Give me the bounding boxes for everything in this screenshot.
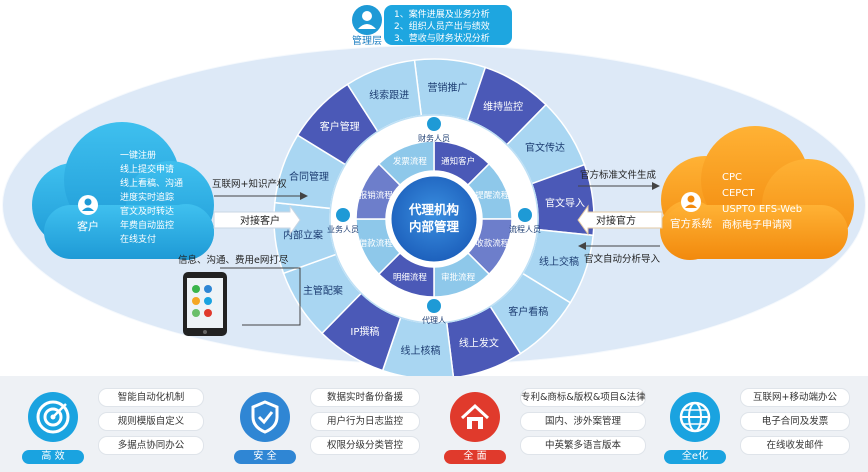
outer-ring-label: 维持监控 (483, 100, 523, 113)
inner-ring-label: 明细流程 (393, 272, 428, 283)
role-person-icon (427, 299, 441, 313)
feature-item: 互联网+移动端办公 (740, 388, 850, 407)
feature-badge: 安 全 (234, 450, 296, 464)
target-icon (28, 392, 78, 442)
outer-ring-label: 营销推广 (427, 81, 467, 94)
customer-connect-arrow (213, 204, 301, 236)
role-label: 流程人员 (509, 224, 541, 234)
customer-item-4: 进度实时追踪 (120, 191, 174, 203)
outer-ring-label: 主管配案 (303, 284, 343, 297)
outer-ring-label: 客户看稿 (508, 305, 548, 318)
role-person-icon (427, 117, 441, 131)
feature-item: 在线收发邮件 (740, 436, 850, 455)
management-item-1: 1、案件进展及业务分析 (394, 8, 490, 20)
inner-ring-label: 报销流程 (359, 190, 394, 201)
management-box (384, 5, 512, 45)
outer-ring-label: 客户管理 (320, 120, 360, 133)
outer-ring-label: 官文导入 (545, 196, 585, 209)
customer-item-6: 年费自动监控 (120, 219, 174, 231)
feature-item: 中英繁多语言版本 (520, 436, 646, 455)
outer-ring-label: IP撰稿 (350, 325, 379, 338)
management-item-3: 3、营收与财务状况分析 (394, 32, 490, 44)
outer-ring-label: 线上交稿 (539, 255, 579, 268)
phone-icon (183, 272, 227, 336)
feature-badge: 高 效 (22, 450, 84, 464)
management-panel: 管理层 1、案件进展及业务分析 2、组织人员产出与绩效 3、营收与财务状况分析 (352, 5, 512, 47)
official-label: 官方系统 (670, 217, 712, 230)
feature-item: 智能自动化机制 (98, 388, 204, 407)
customer-item-1: 一键注册 (120, 149, 156, 161)
customer-item-7: 在线支付 (120, 233, 156, 245)
inner-ring-segment (377, 140, 435, 187)
feature-item: 国内、涉外案管理 (520, 412, 646, 431)
feature-efficiency: 高 效 智能自动化机制 规则模版自定义 多据点协同办公 (18, 386, 218, 466)
center-label-2: 内部管理 (409, 219, 460, 234)
feature-item: 规则模版自定义 (98, 412, 204, 431)
feature-item: 电子合同及发票 (740, 412, 850, 431)
inner-ring-label: 发票流程 (393, 156, 428, 167)
feature-security: 安 全 数据实时备份备援 用户行为日志监控 权限分级分类管控 (230, 386, 430, 466)
inner-ring-label: 通知客户 (441, 156, 475, 167)
customer-item-5: 官文及时转达 (120, 205, 174, 217)
feature-item: 数据实时备份备援 (310, 388, 420, 407)
outer-ring-label: 内部立案 (283, 229, 323, 242)
official-arrow-mid-label: 对接官方 (596, 214, 636, 227)
outer-ring-label: 线上发文 (459, 337, 499, 350)
management-item-2: 2、组织人员产出与绩效 (394, 20, 490, 32)
customer-item-3: 线上看稿、沟通 (120, 177, 183, 189)
inner-ring-label: 收款流程 (475, 238, 510, 249)
customer-cloud: 客户 一键注册 线上提交申请 线上看稿、沟通 进度实时追踪 官文及时转达 年费自… (32, 122, 214, 260)
official-item-1: CPC (722, 172, 742, 183)
globe-icon (670, 392, 720, 442)
official-connectors: 官方标准文件生成 对接官方 官文自动分析导入 (577, 169, 663, 265)
official-item-4: 商标电子申请网 (722, 218, 792, 231)
center-label-1: 代理机构 (408, 202, 459, 217)
feature-badge: 全 面 (444, 450, 506, 464)
outer-ring-label: 合同管理 (289, 170, 329, 183)
official-arrow-bottom-label: 官文自动分析导入 (584, 253, 661, 265)
official-item-3: USPTO EFS-Web (722, 204, 802, 215)
feature-item: 权限分级分类管控 (310, 436, 420, 455)
customer-label: 客户 (77, 219, 99, 233)
official-arrow-top-label: 官方标准文件生成 (580, 169, 657, 181)
inner-ring-label: 审批流程 (441, 272, 476, 283)
feature-badge: 全e化 (664, 450, 726, 464)
outer-ring-label: 官文传达 (525, 141, 565, 154)
role-person-icon (518, 208, 532, 222)
role-label: 代理人 (422, 315, 446, 325)
feature-e-office: 全e化 互联网+移动端办公 电子合同及发票 在线收发邮件 (660, 386, 860, 466)
customer-arrow-mid-label: 对接客户 (240, 214, 280, 227)
feature-item: 用户行为日志监控 (310, 412, 420, 431)
feature-band: 高 效 智能自动化机制 规则模版自定义 多据点协同办公 安 全 数据实时备份备援… (0, 376, 868, 472)
feature-item: 专利&商标&版权&项目&法律 (520, 388, 646, 407)
official-connect-arrow (577, 204, 663, 236)
official-item-2: CEPCT (722, 188, 755, 199)
customer-item-2: 线上提交申请 (120, 163, 174, 175)
outer-ring-label: 线索跟进 (369, 88, 409, 101)
feature-comprehensive: 全 面 专利&商标&版权&项目&法律 国内、涉外案管理 中英繁多语言版本 (440, 386, 650, 466)
inner-ring-label: 借款流程 (359, 238, 394, 249)
center-circle (388, 173, 480, 265)
official-cloud: 官方系统 CPC CEPCT USPTO EFS-Web 商标电子申请网 (660, 126, 854, 260)
shield-icon (240, 392, 290, 442)
home-icon (450, 392, 500, 442)
feature-item: 多据点协同办公 (98, 436, 204, 455)
customer-arrow-bottom-label: 信息、沟通、费用e网打尽 (178, 254, 289, 266)
role-label: 财务人员 (418, 133, 450, 143)
inner-ring-label: 提醒流程 (475, 190, 510, 201)
customer-arrow-top-label: 互联网+知识产权 (212, 178, 287, 190)
customer-connectors: 互联网+知识产权 对接客户 信息、沟通、费用e网打尽 (178, 178, 308, 326)
role-label: 业务人员 (327, 224, 359, 234)
role-person-icon (336, 208, 350, 222)
outer-ring-label: 线上核稿 (401, 344, 441, 357)
management-label: 管理层 (352, 34, 382, 47)
